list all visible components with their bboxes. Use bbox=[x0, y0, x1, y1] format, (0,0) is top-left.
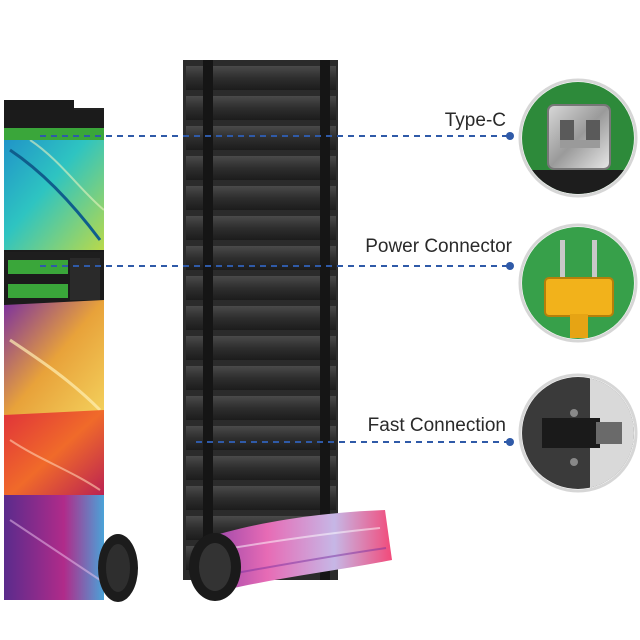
callout-label-power-connector: Power Connector bbox=[365, 236, 512, 257]
rolled-panel bbox=[189, 510, 392, 601]
callout-lines bbox=[40, 132, 514, 446]
callout-label-fast-connection: Fast Connection bbox=[367, 415, 506, 436]
type-c-port-icon bbox=[518, 78, 638, 198]
center-panel-back bbox=[183, 60, 338, 580]
callout-label-type-c: Type-C bbox=[444, 110, 506, 131]
power-connector-icon bbox=[518, 223, 638, 343]
fast-connection-icon bbox=[518, 373, 638, 493]
left-panel-front bbox=[4, 100, 138, 602]
